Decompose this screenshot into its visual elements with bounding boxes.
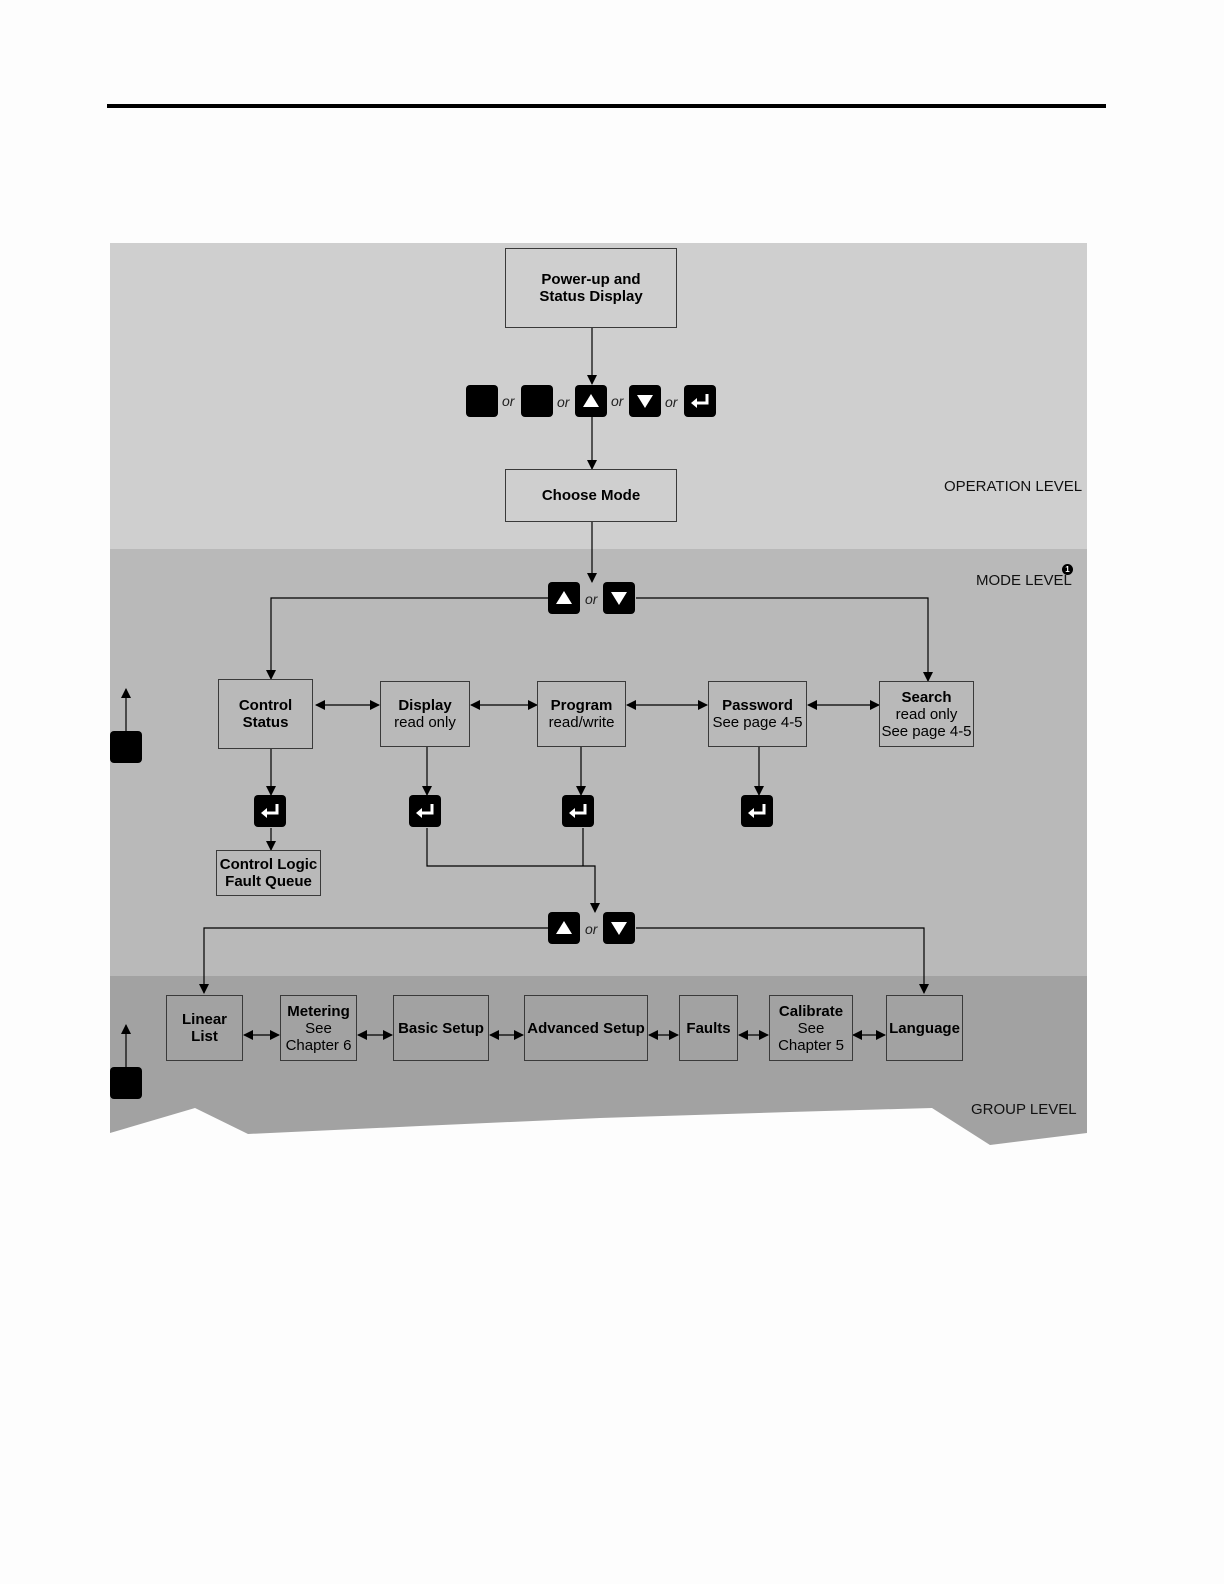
control-status-box: Control Status xyxy=(218,679,313,749)
mode-level-label: MODE LEVEL xyxy=(976,572,1072,589)
or-label: or xyxy=(611,393,624,409)
group-level-label: GROUP LEVEL xyxy=(971,1101,1077,1118)
control-status-line2: Status xyxy=(242,714,289,731)
display-subtitle: read only xyxy=(394,714,456,731)
faults-box: Faults xyxy=(679,995,738,1061)
calibrate-box: Calibrate See Chapter 5 xyxy=(769,995,853,1061)
powerup-status-display-box: Power-up and Status Display xyxy=(505,248,677,328)
calibrate-title: Calibrate xyxy=(778,1002,844,1020)
metering-chapter: Chapter 6 xyxy=(285,1036,352,1054)
password-subtitle: See page 4-5 xyxy=(712,714,803,731)
password-title: Password xyxy=(722,697,793,714)
language-box: Language xyxy=(886,995,963,1061)
search-subtitle-1: read only xyxy=(895,705,958,723)
basic-setup-label: Basic Setup xyxy=(398,1019,484,1037)
search-mode-box: Search read only See page 4-5 xyxy=(879,681,974,747)
enter-key-icon xyxy=(684,385,716,417)
choose-mode-label: Choose Mode xyxy=(541,487,641,504)
control-logic-line1: Control Logic xyxy=(219,856,318,873)
enter-key-icon xyxy=(741,795,773,827)
search-subtitle-2: See page 4-5 xyxy=(881,722,972,740)
down-arrow-key-icon xyxy=(629,385,661,417)
enter-key-icon xyxy=(254,795,286,827)
or-label: or xyxy=(665,394,678,410)
linear-list-box: Linear List xyxy=(166,995,243,1061)
language-label: Language xyxy=(889,1019,960,1037)
metering-title: Metering xyxy=(287,1002,350,1020)
display-title: Display xyxy=(398,697,452,714)
footnote-badge: 1 xyxy=(1062,564,1073,575)
blank-key-icon xyxy=(110,731,142,763)
blank-key-icon xyxy=(110,1067,142,1099)
basic-setup-box: Basic Setup xyxy=(393,995,489,1061)
down-arrow-key-icon xyxy=(603,582,635,614)
control-logic-fault-queue-box: Control Logic Fault Queue xyxy=(216,850,321,896)
program-subtitle: read/write xyxy=(548,714,615,731)
up-arrow-key-icon xyxy=(548,912,580,944)
or-label: or xyxy=(502,393,515,409)
choose-mode-box: Choose Mode xyxy=(505,469,677,522)
operation-level-label: OPERATION LEVEL xyxy=(944,478,1083,495)
down-arrow-key-icon xyxy=(603,912,635,944)
or-label: or xyxy=(557,394,570,410)
calibrate-see: See xyxy=(797,1019,825,1037)
or-label: or xyxy=(585,591,598,607)
metering-box: Metering See Chapter 6 xyxy=(280,995,357,1061)
advanced-setup-label: Advanced Setup xyxy=(527,1019,645,1037)
linear-list-line1: Linear xyxy=(181,1011,227,1028)
calibrate-chapter: Chapter 5 xyxy=(778,1036,844,1054)
metering-see: See xyxy=(305,1019,332,1037)
linear-list-line2: List xyxy=(191,1028,218,1045)
enter-key-icon xyxy=(409,795,441,827)
or-label: or xyxy=(585,921,598,937)
program-mode-box: Program read/write xyxy=(537,681,626,747)
blank-key-icon xyxy=(521,385,553,417)
up-arrow-key-icon xyxy=(575,385,607,417)
blank-key-icon xyxy=(466,385,498,417)
powerup-line1: Power-up and xyxy=(541,271,641,288)
control-status-line1: Control xyxy=(238,697,293,714)
advanced-setup-box: Advanced Setup xyxy=(524,995,648,1061)
control-logic-line2: Fault Queue xyxy=(225,873,312,890)
enter-key-icon xyxy=(562,795,594,827)
faults-label: Faults xyxy=(686,1019,731,1037)
powerup-line2: Status Display xyxy=(539,288,643,305)
top-rule xyxy=(107,104,1106,108)
display-mode-box: Display read only xyxy=(380,681,470,747)
program-title: Program xyxy=(550,697,613,714)
password-mode-box: Password See page 4-5 xyxy=(708,681,807,747)
up-arrow-key-icon xyxy=(548,582,580,614)
search-title: Search xyxy=(901,688,952,706)
